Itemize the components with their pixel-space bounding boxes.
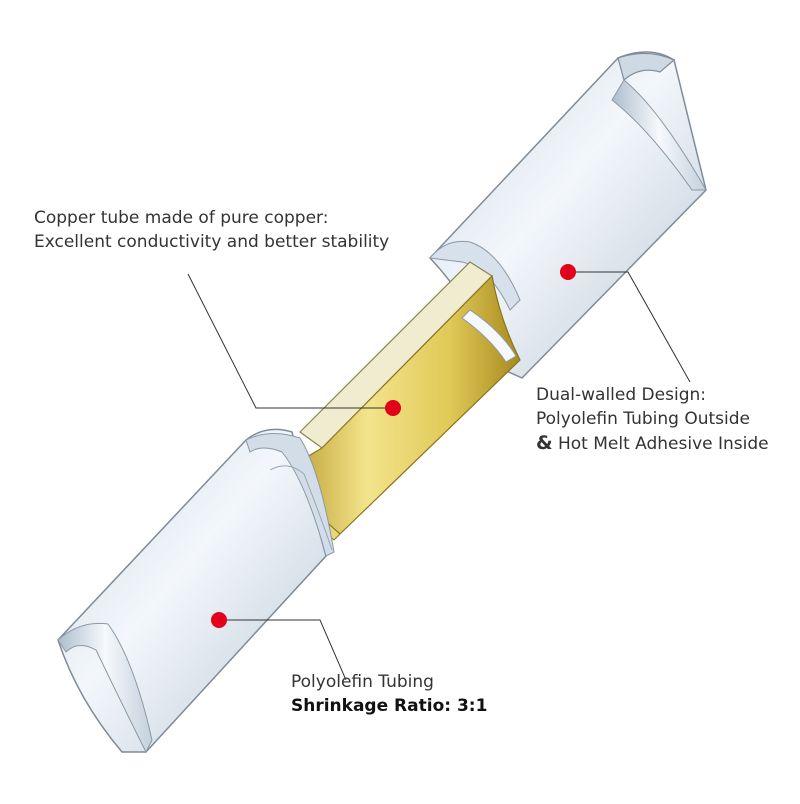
dual-wall-marker-dot: [560, 264, 576, 280]
copper-leader-line: [187, 273, 392, 409]
dual-wall-callout-line2: Polyolefin Tubing Outside: [536, 409, 751, 429]
polyolefin-leader-line: [220, 619, 347, 681]
polyolefin-callout-line1: Polyolefin Tubing: [291, 672, 434, 692]
dual-wall-callout: Dual-walled Design: Polyolefin Tubing Ou…: [536, 383, 769, 456]
lower-tubing-section: [57, 428, 335, 754]
polyolefin-callout: Polyolefin Tubing Shrinkage Ratio: 3:1: [291, 670, 487, 718]
leader-lines: [187, 271, 691, 681]
dual-wall-callout-line3: & Hot Melt Adhesive Inside: [536, 431, 769, 456]
shrinkage-ratio-text: Shrinkage Ratio: 3:1: [291, 696, 488, 716]
upper-tubing-section: [428, 51, 707, 379]
dual-wall-leader-line: [568, 271, 691, 383]
dual-wall-callout-line1: Dual-walled Design:: [536, 385, 706, 405]
copper-marker-dot: [385, 400, 401, 416]
polyolefin-marker-dot: [211, 612, 227, 628]
copper-callout-line2: Excellent conductivity and better stabil…: [34, 232, 390, 252]
markers: [211, 264, 576, 628]
ampersand-symbol: &: [536, 432, 553, 454]
dual-wall-callout-line3-text: Hot Melt Adhesive Inside: [552, 434, 769, 454]
copper-tube-callout: Copper tube made of pure copper: Excelle…: [34, 206, 389, 254]
copper-callout-line1: Copper tube made of pure copper:: [34, 208, 329, 228]
